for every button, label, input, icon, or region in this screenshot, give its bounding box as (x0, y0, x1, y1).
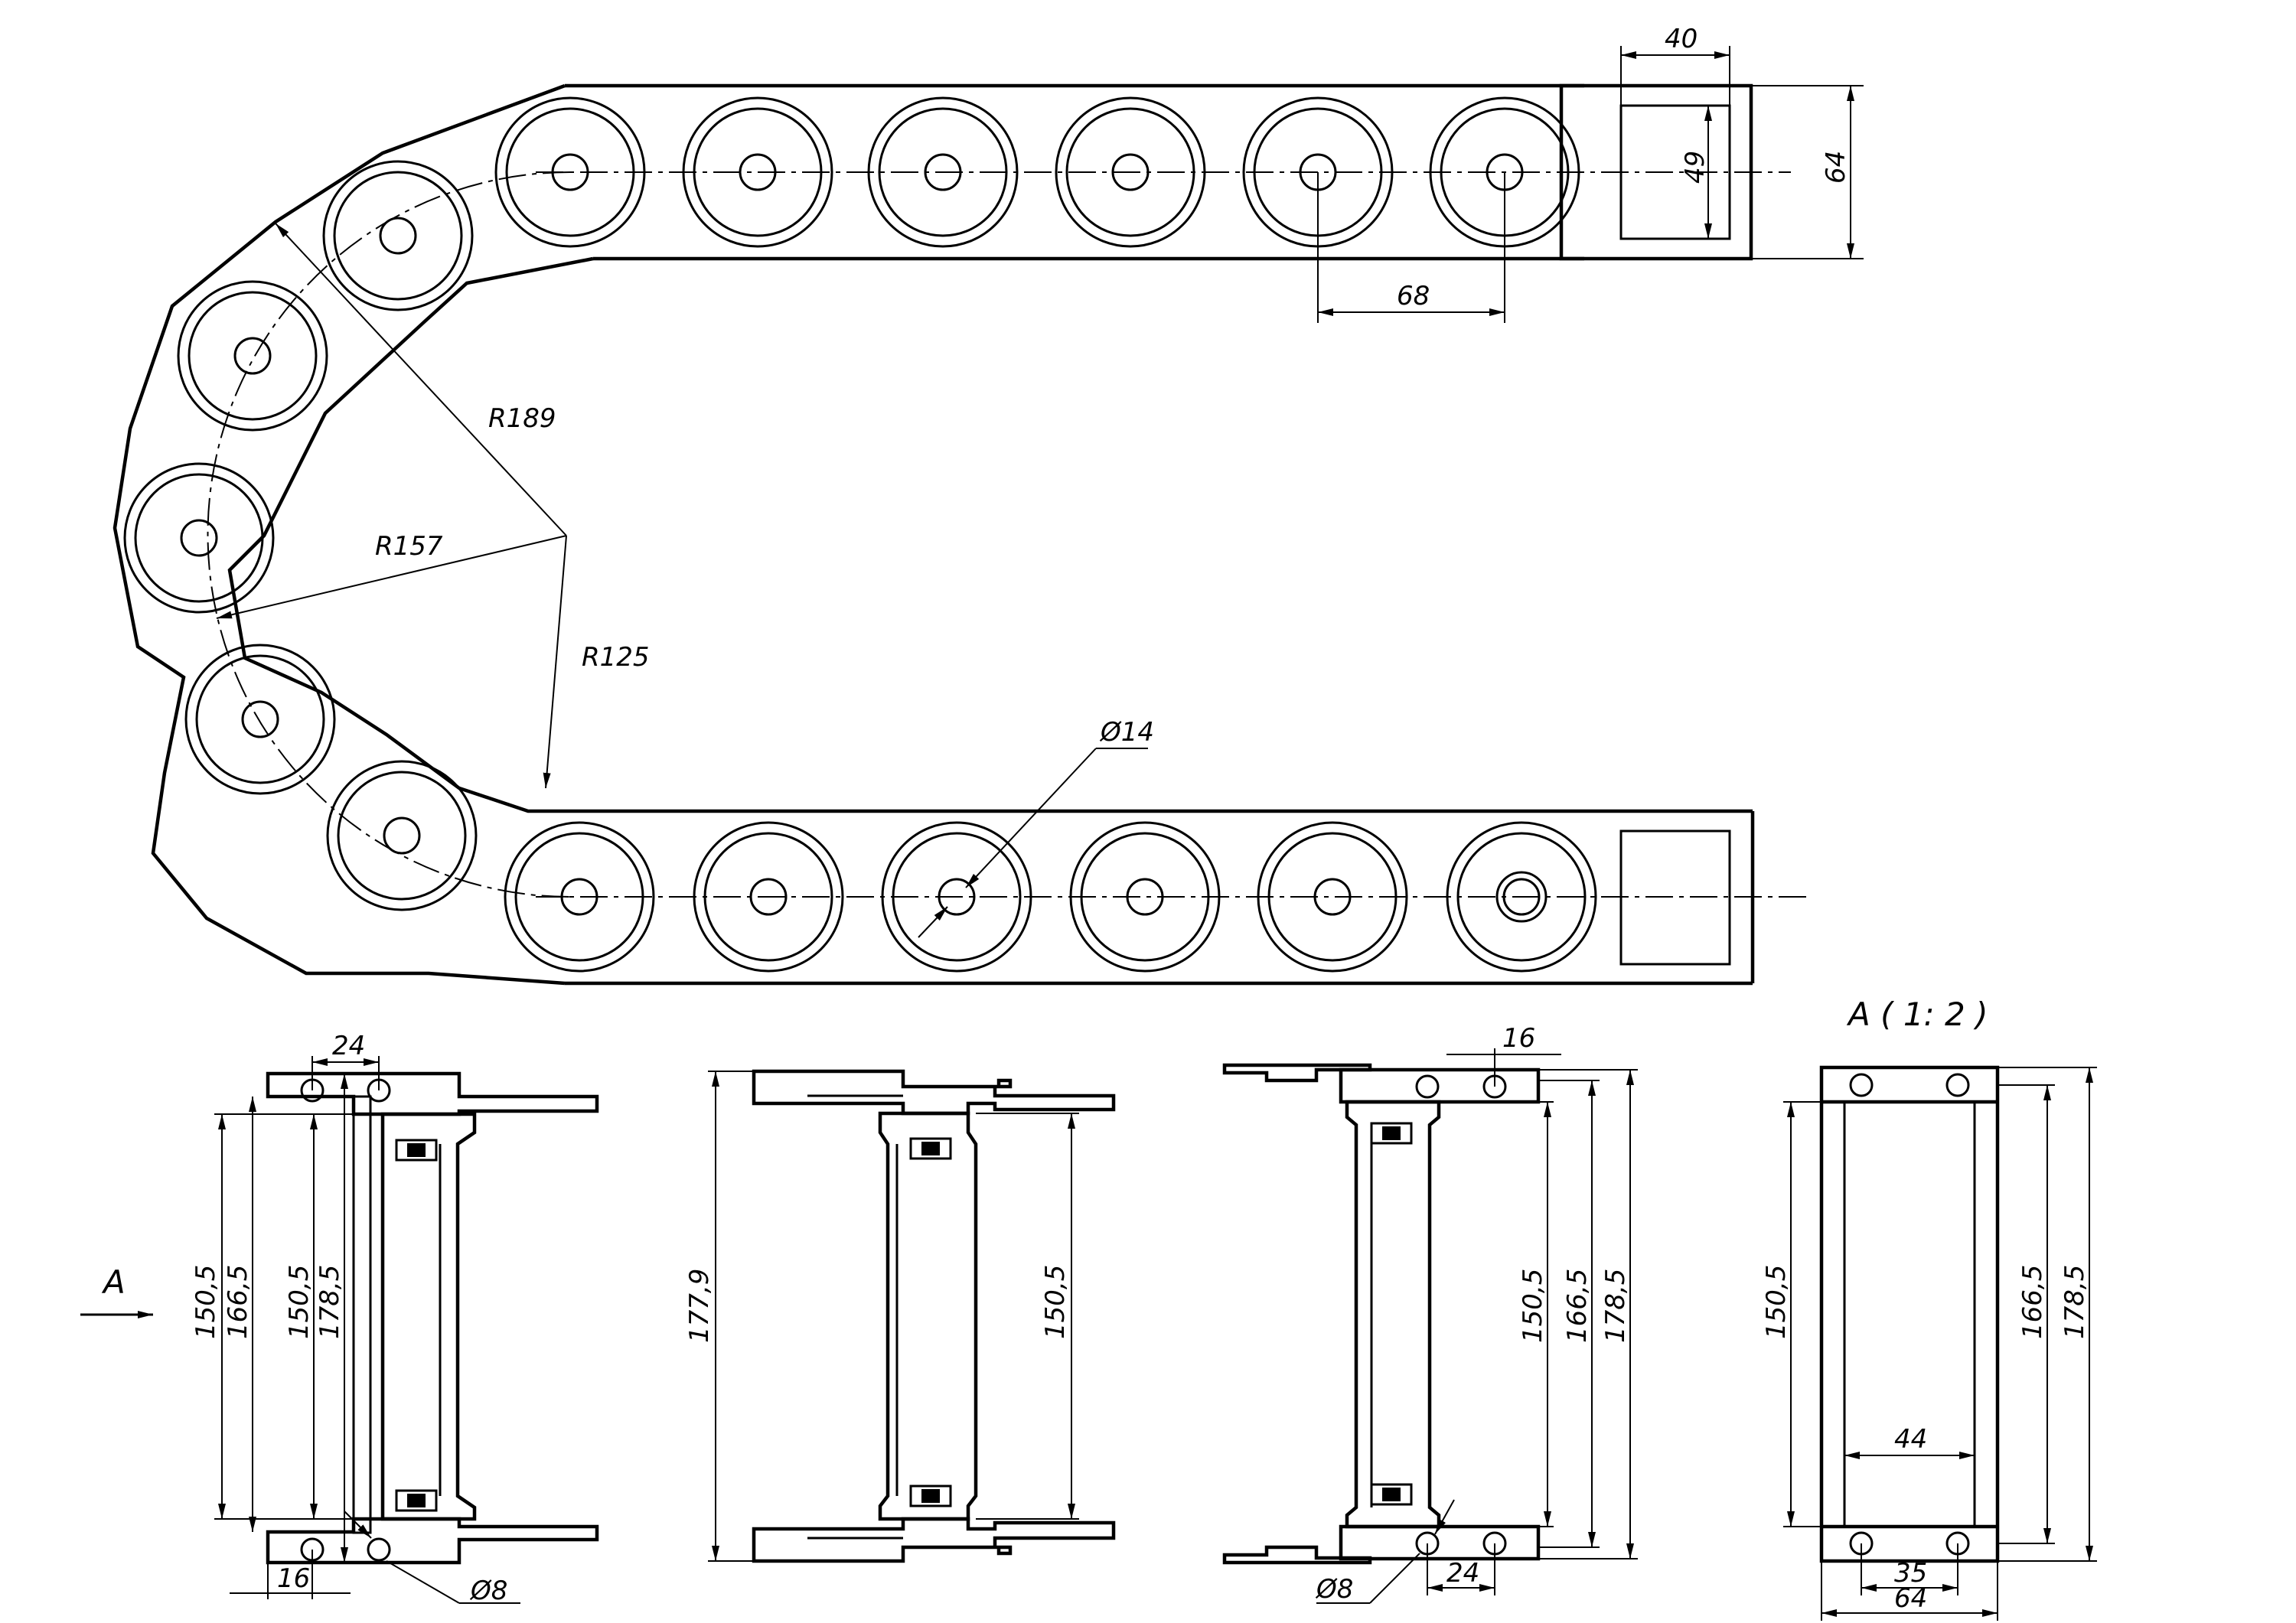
front-dim-bottom-spacing: 16 (277, 1563, 310, 1594)
side-dim-bottom-spacing: 24 (1446, 1558, 1479, 1589)
dim-pitch: 68 (1397, 281, 1430, 311)
dim-top-width: 40 (1665, 24, 1698, 54)
dim-top-inner-height: 49 (1680, 151, 1711, 184)
chain-top-view: 40 49 64 68 R189 R157 R125 Ø14 (113, 24, 1864, 986)
dim-r-inner: R125 (582, 642, 650, 673)
middle-view: 177,9 150,5 (684, 1069, 1116, 1563)
chain-lower-run (504, 809, 1806, 986)
section-title: A ( 1: 2 ) (1846, 996, 1988, 1033)
side-dim-hole: Ø8 (1315, 1574, 1353, 1605)
front-dim-top-spacing: 24 (332, 1031, 365, 1061)
arrow-label: A (101, 1263, 126, 1301)
dim-r-outer: R189 (488, 403, 556, 434)
section-dim-d2: 166,5 (2017, 1265, 2048, 1339)
side-view-dimensions: 16 150,5 166,5 178,5 24 Ø8 (1315, 1023, 1638, 1605)
section-dim-hole-spacing: 35 (1894, 1558, 1927, 1589)
dim-pin-diameter: Ø14 (1099, 717, 1154, 748)
middle-view-dimensions: 177,9 150,5 (684, 1071, 1079, 1562)
section-dim-outer-width: 64 (1894, 1583, 1927, 1614)
dim-top-outer-height: 64 (1821, 151, 1851, 184)
middle-dim-d1: 177,9 (684, 1269, 715, 1343)
top-view-dimensions: 40 49 64 68 R189 R157 R125 Ø14 (216, 24, 1864, 938)
section-dim-d3: 178,5 (2060, 1265, 2090, 1339)
front-dim-d2: 166,5 (223, 1265, 253, 1339)
section-view-a: A ( 1: 2 ) 150,5 166,5 178,5 44 35 64 (1761, 996, 2097, 1621)
middle-dim-d2: 150,5 (1040, 1265, 1071, 1339)
front-dim-d4: 178,5 (315, 1265, 345, 1339)
front-dim-d3: 150,5 (284, 1265, 315, 1339)
section-view-dimensions: 150,5 166,5 178,5 44 35 64 (1761, 1067, 2097, 1621)
side-dim-top-spacing: 16 (1502, 1023, 1535, 1054)
view-arrow-a: A (80, 1263, 153, 1318)
side-view: 16 150,5 166,5 178,5 24 Ø8 (1222, 1023, 1638, 1605)
section-dim-d1: 150,5 (1761, 1265, 1792, 1339)
front-dim-hole: Ø8 (469, 1576, 507, 1606)
front-view-dimensions: 24 150,5 166,5 150,5 178,5 16 Ø8 (191, 1031, 520, 1606)
section-dim-inner-width: 44 (1894, 1424, 1927, 1455)
side-dim-d1: 150,5 (1518, 1269, 1548, 1343)
dim-r-mid: R157 (375, 531, 443, 562)
front-view: 24 150,5 166,5 150,5 178,5 16 Ø8 A (80, 1031, 599, 1606)
front-dim-d1: 150,5 (191, 1265, 221, 1339)
chain-bend (113, 83, 594, 986)
side-dim-d2: 166,5 (1562, 1269, 1593, 1343)
chain-upper-run (494, 83, 1791, 261)
side-dim-d3: 178,5 (1600, 1269, 1631, 1343)
bend-links (123, 160, 478, 911)
